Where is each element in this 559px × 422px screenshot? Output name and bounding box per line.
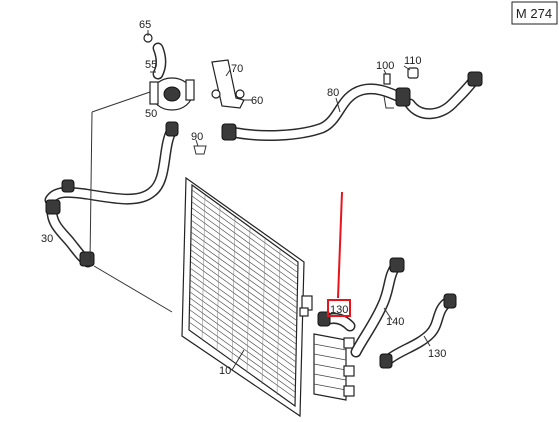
oil-cooler: [313, 333, 355, 401]
water-pump: [149, 77, 195, 111]
radiator: [181, 176, 313, 418]
hose-80: [221, 71, 483, 141]
callout-140: 140: [386, 316, 404, 328]
hose-55: [152, 42, 167, 80]
callout-110: 110: [404, 55, 422, 67]
highlight-box: [327, 299, 351, 317]
callout-70: 70: [231, 63, 243, 75]
callout-90: 90: [191, 131, 203, 143]
leader-lines: [89, 30, 431, 371]
clip-90: [193, 145, 207, 155]
engine-code-label: M 274: [516, 6, 552, 21]
engine-code-box: M 274: [511, 1, 558, 25]
hose-30: [44, 121, 179, 268]
callout-130: 130: [428, 348, 446, 360]
callout-50: 50: [145, 108, 157, 120]
callout-10: 10: [219, 365, 231, 377]
plug-110: [407, 67, 419, 79]
callout-80: 80: [327, 87, 339, 99]
callout-30: 30: [41, 233, 53, 245]
hose-140: [317, 257, 405, 358]
plug-100: [383, 73, 391, 85]
hose-130: [379, 293, 457, 369]
callout-100: 100: [376, 60, 394, 72]
highlight-arrow: [337, 191, 343, 299]
callout-55: 55: [145, 59, 157, 71]
callout-60: 60: [251, 95, 263, 107]
callout-130-boxed: 130: [330, 304, 348, 316]
callout-65: 65: [139, 19, 151, 31]
